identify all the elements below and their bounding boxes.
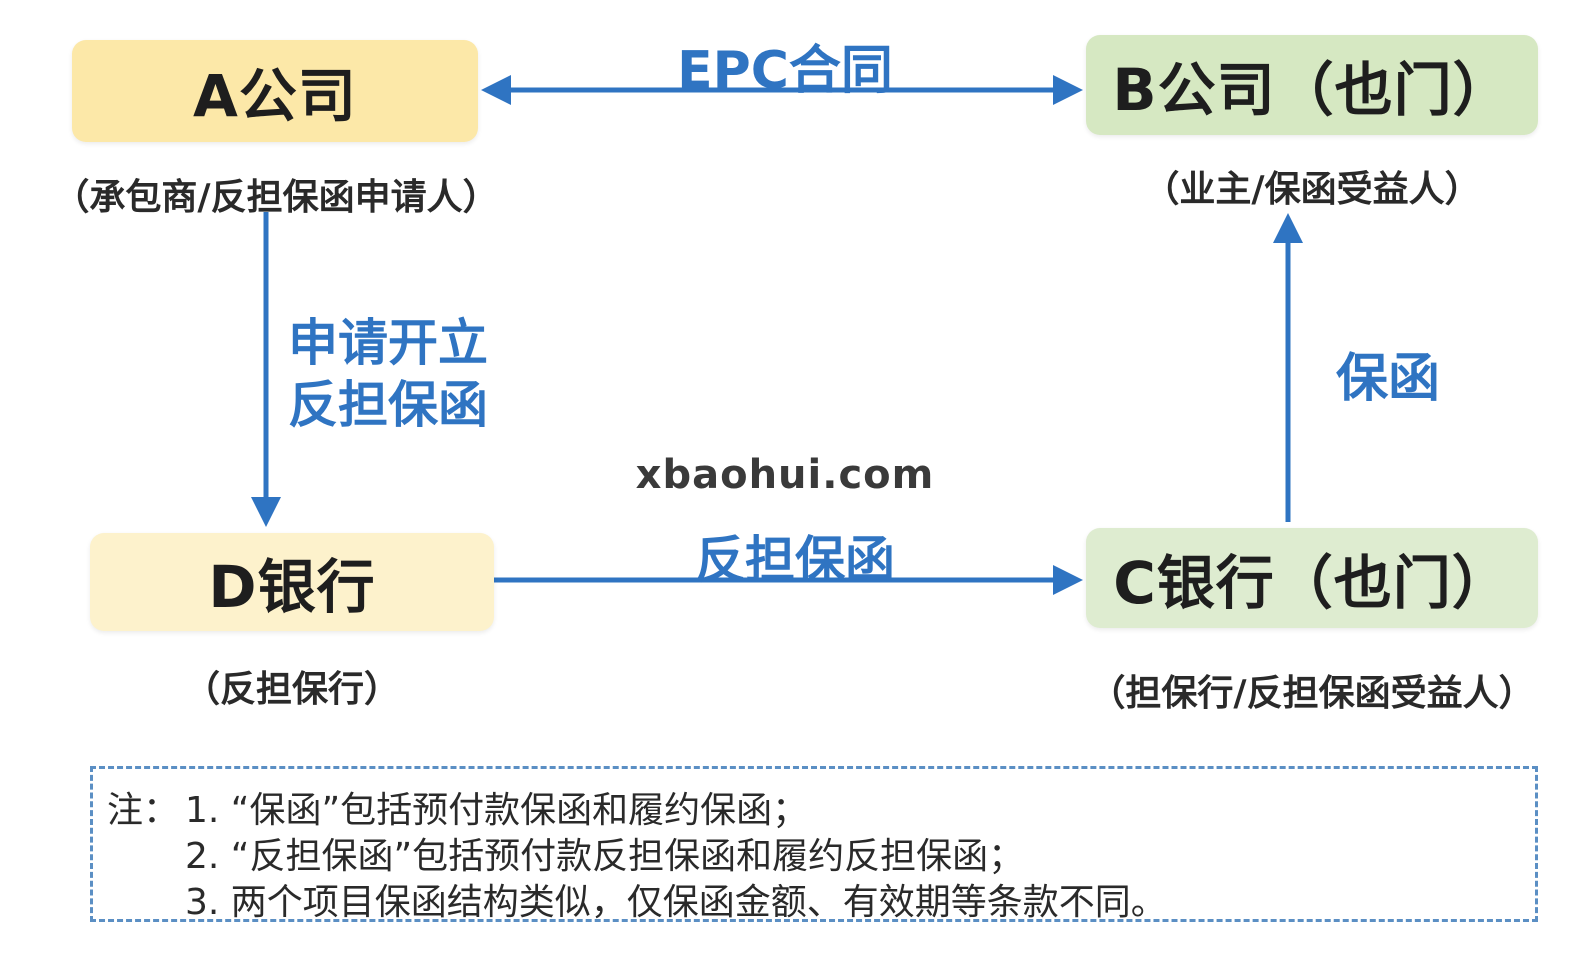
edge-label-apply-line1: 申请开立 xyxy=(288,314,488,372)
edge-label-apply-line2: 反担保函 xyxy=(288,376,488,434)
node-company-a-role: （承包商/反担保函申请人） xyxy=(53,177,499,218)
node-company-b-role: （业主/保函受益人） xyxy=(1143,169,1481,210)
edge-label-counter-guarantee: 反担保函 xyxy=(695,531,895,589)
node-bank-d: D银行 xyxy=(90,533,494,631)
edge-label-guarantee: 保函 xyxy=(1336,349,1441,409)
node-company-b: B公司（也门） xyxy=(1086,35,1538,135)
watermark: xbaohui.com xyxy=(635,452,935,498)
node-company-a-title: A公司 xyxy=(193,62,357,130)
note-line-3: 3. 两个项目保函结构类似，仅保函金额、有效期等条款不同。 xyxy=(185,882,1167,923)
node-company-b-title: B公司（也门） xyxy=(1112,56,1512,124)
edge-label-apply-counter-guarantee: 申请开立 反担保函 xyxy=(288,312,488,436)
node-bank-c-role: （担保行/反担保函受益人） xyxy=(1089,673,1535,714)
notes-prefix: 注： xyxy=(107,790,180,831)
node-bank-d-title: D银行 xyxy=(208,553,376,621)
node-bank-c-title: C银行（也门） xyxy=(1113,549,1511,617)
note-line-1: 1. “保函”包括预付款保函和履约保函； xyxy=(185,790,809,831)
node-bank-d-role: （反担保行） xyxy=(183,669,400,710)
node-bank-c: C银行（也门） xyxy=(1086,528,1538,628)
edge-label-epc-contract: EPC合同 xyxy=(677,41,893,101)
note-line-2: 2. “反担保函”包括预付款反担保函和履约反担保函； xyxy=(185,836,1025,877)
node-company-a: A公司 xyxy=(72,40,478,142)
notes-box: 注： 1. “保函”包括预付款保函和履约保函； 2. “反担保函”包括预付款反担… xyxy=(90,766,1538,923)
